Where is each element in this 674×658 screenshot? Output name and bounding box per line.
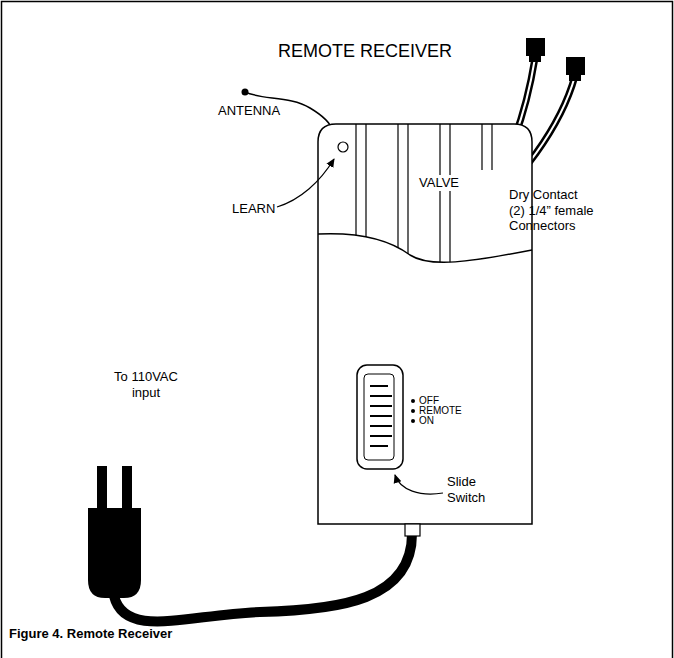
- power-cord: [114, 534, 412, 621]
- figure-caption: Figure 4. Remote Receiver: [9, 626, 172, 642]
- port-label: VALVE: [419, 175, 459, 191]
- plug-prong: [122, 466, 132, 512]
- strain-relief: [405, 524, 420, 536]
- switch-slider: [364, 374, 394, 460]
- female-connector: [566, 57, 585, 75]
- slide-switch: [357, 365, 403, 469]
- front-panel-edge: [318, 234, 532, 263]
- female-connector: [526, 38, 545, 56]
- part-label: Slide Switch: [447, 474, 497, 505]
- learn-button: [338, 142, 348, 152]
- leader-line: [395, 475, 443, 494]
- receiver-housing: [318, 124, 532, 524]
- position-dot: [411, 419, 415, 423]
- connector-note: Dry Contact (2) 1/4” female Connectors: [509, 187, 596, 234]
- figure-title: REMOTE RECEIVER: [265, 41, 465, 63]
- part-label: ANTENNA: [218, 103, 280, 119]
- power-plug: [88, 508, 141, 598]
- female-connector: [569, 75, 581, 81]
- leader-line: [277, 159, 334, 207]
- position-dot: [411, 409, 415, 413]
- antenna-tip: [242, 89, 249, 96]
- female-connector: [529, 56, 541, 62]
- part-label: LEARN: [232, 201, 275, 217]
- plug-prong: [97, 466, 107, 512]
- switch-grip: [370, 386, 392, 446]
- housing-ridges: [356, 124, 492, 270]
- position-dot: [411, 399, 415, 403]
- switch-position: ON: [419, 415, 434, 427]
- power-note: To 110VAC input: [106, 369, 186, 400]
